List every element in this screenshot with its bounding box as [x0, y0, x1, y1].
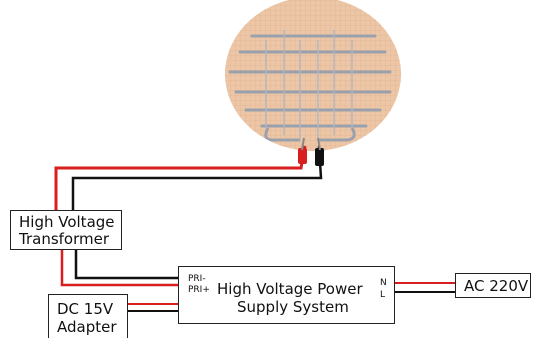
wires: [54, 145, 455, 312]
transformer-line1: High Voltage: [19, 213, 115, 231]
transformer-line2: Transformer: [19, 230, 110, 248]
ac-220v-box: AC 220V: [455, 273, 531, 298]
l-label: L: [380, 290, 386, 300]
n-label: N: [380, 278, 387, 288]
dc-line2: Adapter: [57, 318, 117, 336]
heater-pad: [225, 0, 401, 151]
power-supply-box: PRI- PRI+ High Voltage Power Supply Syst…: [178, 266, 395, 324]
ac-220v-label: AC 220V: [464, 277, 529, 295]
heater-leads: [298, 137, 324, 166]
pri-minus-label: PRI-: [188, 274, 206, 284]
psu-line1: High Voltage Power: [217, 280, 363, 298]
dc-line1: DC 15V: [57, 300, 114, 318]
heater-coil: [228, 30, 392, 142]
high-voltage-transformer-box: High Voltage Transformer: [10, 210, 122, 250]
psu-line2: Supply System: [237, 298, 349, 316]
pri-plus-label: PRI+: [188, 285, 210, 295]
dc-15v-adapter-box: DC 15V Adapter: [48, 294, 128, 338]
